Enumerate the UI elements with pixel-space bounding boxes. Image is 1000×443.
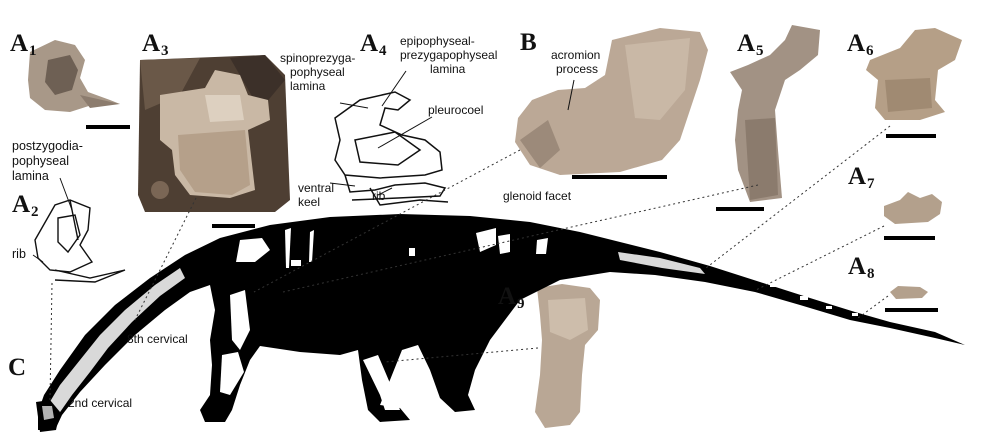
svg-text:A: A <box>737 30 755 57</box>
photo-a8 <box>890 286 928 299</box>
panel-label-c: C <box>8 354 26 381</box>
panel-label-a1: A 1 <box>10 30 37 59</box>
panel-label-a7: A 7 <box>848 163 875 192</box>
svg-text:lamina: lamina <box>290 79 326 93</box>
svg-text:A: A <box>847 30 865 57</box>
drawing-a4 <box>334 91 449 206</box>
photo-a3 <box>138 55 290 212</box>
svg-text:lamina: lamina <box>12 169 49 183</box>
panel-label-a3: A 3 <box>142 30 169 59</box>
panel-label-a5: A 5 <box>737 30 764 59</box>
annotation-pointers <box>32 70 575 263</box>
svg-text:pophyseal: pophyseal <box>290 65 345 79</box>
svg-text:A: A <box>142 30 160 57</box>
svg-text:epipophyseal-: epipophyseal- <box>400 34 475 48</box>
label-pleurocoel: pleurocoel <box>428 103 483 117</box>
svg-text:postzygodia-: postzygodia- <box>12 139 83 153</box>
drawing-a2 <box>34 199 126 283</box>
svg-text:8: 8 <box>867 266 875 282</box>
label-acromion-process: acromion process <box>551 48 600 76</box>
svg-text:pophyseal: pophyseal <box>12 154 69 168</box>
svg-text:A: A <box>848 163 866 190</box>
svg-text:A: A <box>498 283 516 310</box>
photo-b <box>515 28 708 175</box>
panel-label-a6: A 6 <box>847 30 874 59</box>
svg-text:A: A <box>12 191 30 218</box>
svg-text:keel: keel <box>298 195 320 209</box>
svg-text:ventral: ventral <box>298 181 334 195</box>
label-rib-a4: rib <box>372 189 386 203</box>
photo-a9 <box>535 284 600 428</box>
panel-label-a9: A 9 <box>498 283 525 312</box>
svg-text:A: A <box>10 30 28 57</box>
photo-a1 <box>28 40 120 112</box>
svg-text:4: 4 <box>379 43 387 59</box>
svg-text:5: 5 <box>756 43 764 59</box>
label-postzygodiapophyseal-lamina: postzygodia- pophyseal lamina <box>12 139 83 183</box>
leader-lines <box>49 125 891 401</box>
svg-text:2: 2 <box>31 204 39 220</box>
label-8th-cervical: 8th cervical <box>127 332 188 346</box>
skeletal-silhouette <box>36 214 965 432</box>
label-rib-a2: rib <box>12 247 26 261</box>
svg-text:3: 3 <box>161 43 169 59</box>
svg-text:9: 9 <box>517 296 525 312</box>
photo-a7 <box>884 192 942 224</box>
label-2nd-cervical: 2nd cervical <box>68 396 132 410</box>
svg-text:1: 1 <box>29 43 37 59</box>
svg-text:6: 6 <box>866 43 874 59</box>
svg-text:acromion: acromion <box>551 48 600 62</box>
svg-text:A: A <box>360 30 378 57</box>
svg-text:A: A <box>848 253 866 280</box>
svg-text:prezygapophyseal: prezygapophyseal <box>400 48 497 62</box>
label-ventral-keel: ventral keel <box>298 181 334 209</box>
label-glenoid-facet: glenoid facet <box>503 189 572 203</box>
panel-label-b: B <box>520 29 537 56</box>
svg-text:7: 7 <box>867 176 875 192</box>
panel-label-a8: A 8 <box>848 253 875 282</box>
photo-a6 <box>866 28 962 120</box>
label-spinoprezygapophyseal-lamina: spinoprezyga- pophyseal lamina <box>280 51 355 93</box>
svg-text:spinoprezyga-: spinoprezyga- <box>280 51 355 65</box>
panel-label-a4: A 4 <box>360 30 387 59</box>
panel-label-a2: A 2 <box>12 191 39 220</box>
svg-text:process: process <box>556 62 598 76</box>
photo-a5 <box>730 25 820 202</box>
label-epipophyseal-prezygapophyseal-lamina: epipophyseal- prezygapophyseal lamina <box>400 34 497 76</box>
svg-text:lamina: lamina <box>430 62 466 76</box>
